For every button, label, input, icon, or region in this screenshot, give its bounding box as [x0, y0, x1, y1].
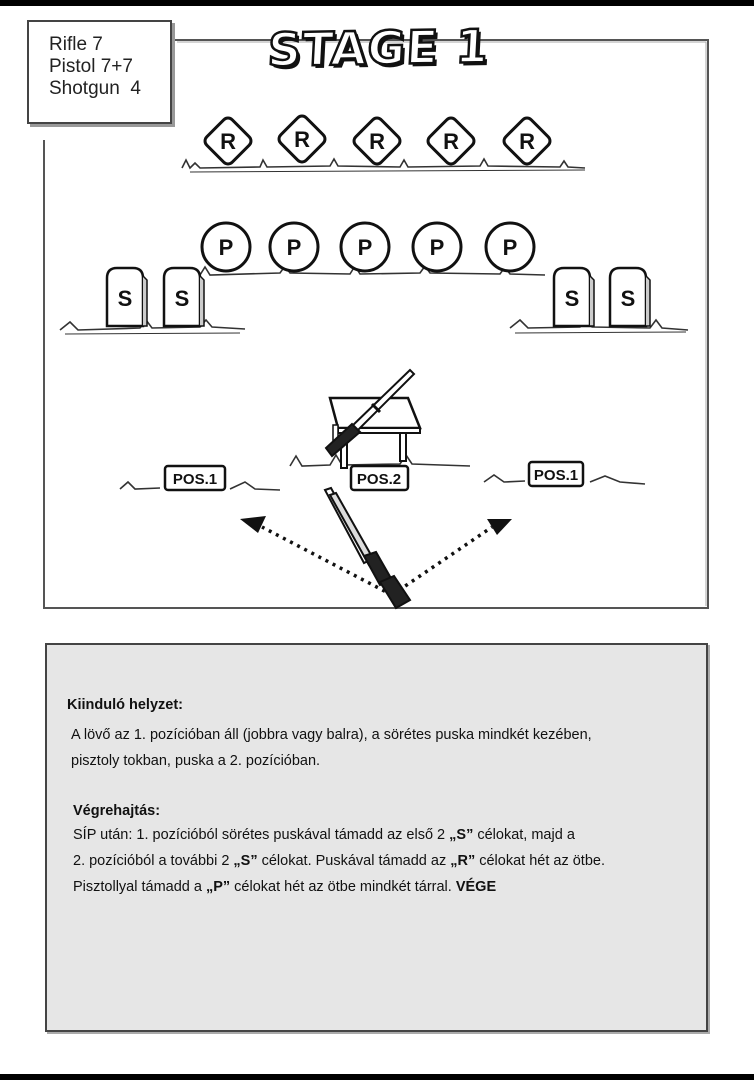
stage-title: STAGE 1 — [267, 20, 491, 76]
grass-table — [290, 455, 470, 466]
exec-line-1: SÍP után: 1. pozícióból sörétes puskával… — [73, 822, 605, 848]
pos-right-text: POS.1 — [534, 467, 578, 484]
exec-heading: Végrehajtás: — [73, 803, 160, 819]
pistol-target: P — [202, 223, 250, 271]
shotgun-targets: S S S S — [107, 268, 650, 326]
pistol-target-label: P — [503, 235, 518, 260]
exec-line-3: Pisztollyal támadd a „P” célokat hét az … — [73, 874, 605, 900]
start-heading: Kiinduló helyzet: — [67, 697, 183, 713]
rifle-targets: R R R R R — [203, 114, 553, 167]
rifle-target: R — [203, 116, 254, 167]
shotgun-target: S — [610, 268, 650, 326]
pos-left-text: POS.1 — [173, 471, 217, 488]
shotgun-target: S — [554, 268, 594, 326]
pistol-target: P — [270, 223, 318, 271]
pos-center-label: POS.2 — [351, 466, 408, 490]
grass-shotgun-right — [510, 320, 688, 330]
arrow-right — [392, 527, 492, 595]
shotgun-target: S — [107, 268, 147, 326]
pistol-target-label: P — [219, 235, 234, 260]
shotgun-target-label: S — [118, 286, 133, 311]
pistol-target: P — [413, 223, 461, 271]
rifle-target-label: R — [443, 129, 459, 154]
page-bottom-border — [0, 1074, 754, 1080]
pistol-target: P — [486, 223, 534, 271]
info-panel: Kiinduló helyzet: A lövő az 1. pozícióba… — [45, 643, 708, 1032]
rifle-target-label: R — [220, 129, 236, 154]
ammo-rifle: Rifle 7 — [49, 34, 170, 56]
exec-text: SÍP után: 1. pozícióból sörétes puskával… — [73, 822, 605, 900]
rifle-target-label: R — [369, 129, 385, 154]
ammo-pistol: Pistol 7+7 — [49, 56, 170, 78]
rifle-target-label: R — [519, 129, 535, 154]
shotgun-target-label: S — [565, 286, 580, 311]
grass-shotgun-left — [60, 320, 245, 330]
rifle-target: R — [352, 116, 403, 167]
shotgun-target-label: S — [175, 286, 190, 311]
ammo-shotgun: Shotgun 4 — [49, 78, 170, 100]
pos-left-label: POS.1 — [165, 466, 225, 490]
shotgun-icon — [325, 488, 410, 608]
rifle-target: R — [426, 116, 477, 167]
pistol-target-label: P — [287, 235, 302, 260]
pos-right-label: POS.1 — [529, 462, 583, 486]
pos-center-text: POS.2 — [357, 471, 401, 488]
rifle-target: R — [277, 114, 328, 165]
end-label: VÉGE — [456, 879, 496, 895]
shotgun-target: S — [164, 268, 204, 326]
pistol-targets: P P P P P — [202, 223, 534, 271]
start-line-1: A lövő az 1. pozícióban áll (jobbra vagy… — [71, 722, 592, 748]
rifle-target-label: R — [294, 127, 310, 152]
exec-line-2: 2. pozícióból a további 2 „S” célokat. P… — [73, 848, 605, 874]
pistol-target-label: P — [430, 235, 445, 260]
start-line-2: pisztoly tokban, puska a 2. pozícióban. — [71, 748, 592, 774]
start-text: A lövő az 1. pozícióban áll (jobbra vagy… — [71, 722, 592, 774]
ammo-box: Rifle 7 Pistol 7+7 Shotgun 4 — [27, 20, 172, 124]
shotgun-target-label: S — [621, 286, 636, 311]
rifle-target: R — [502, 116, 553, 167]
pistol-target-label: P — [358, 235, 373, 260]
pistol-target: P — [341, 223, 389, 271]
